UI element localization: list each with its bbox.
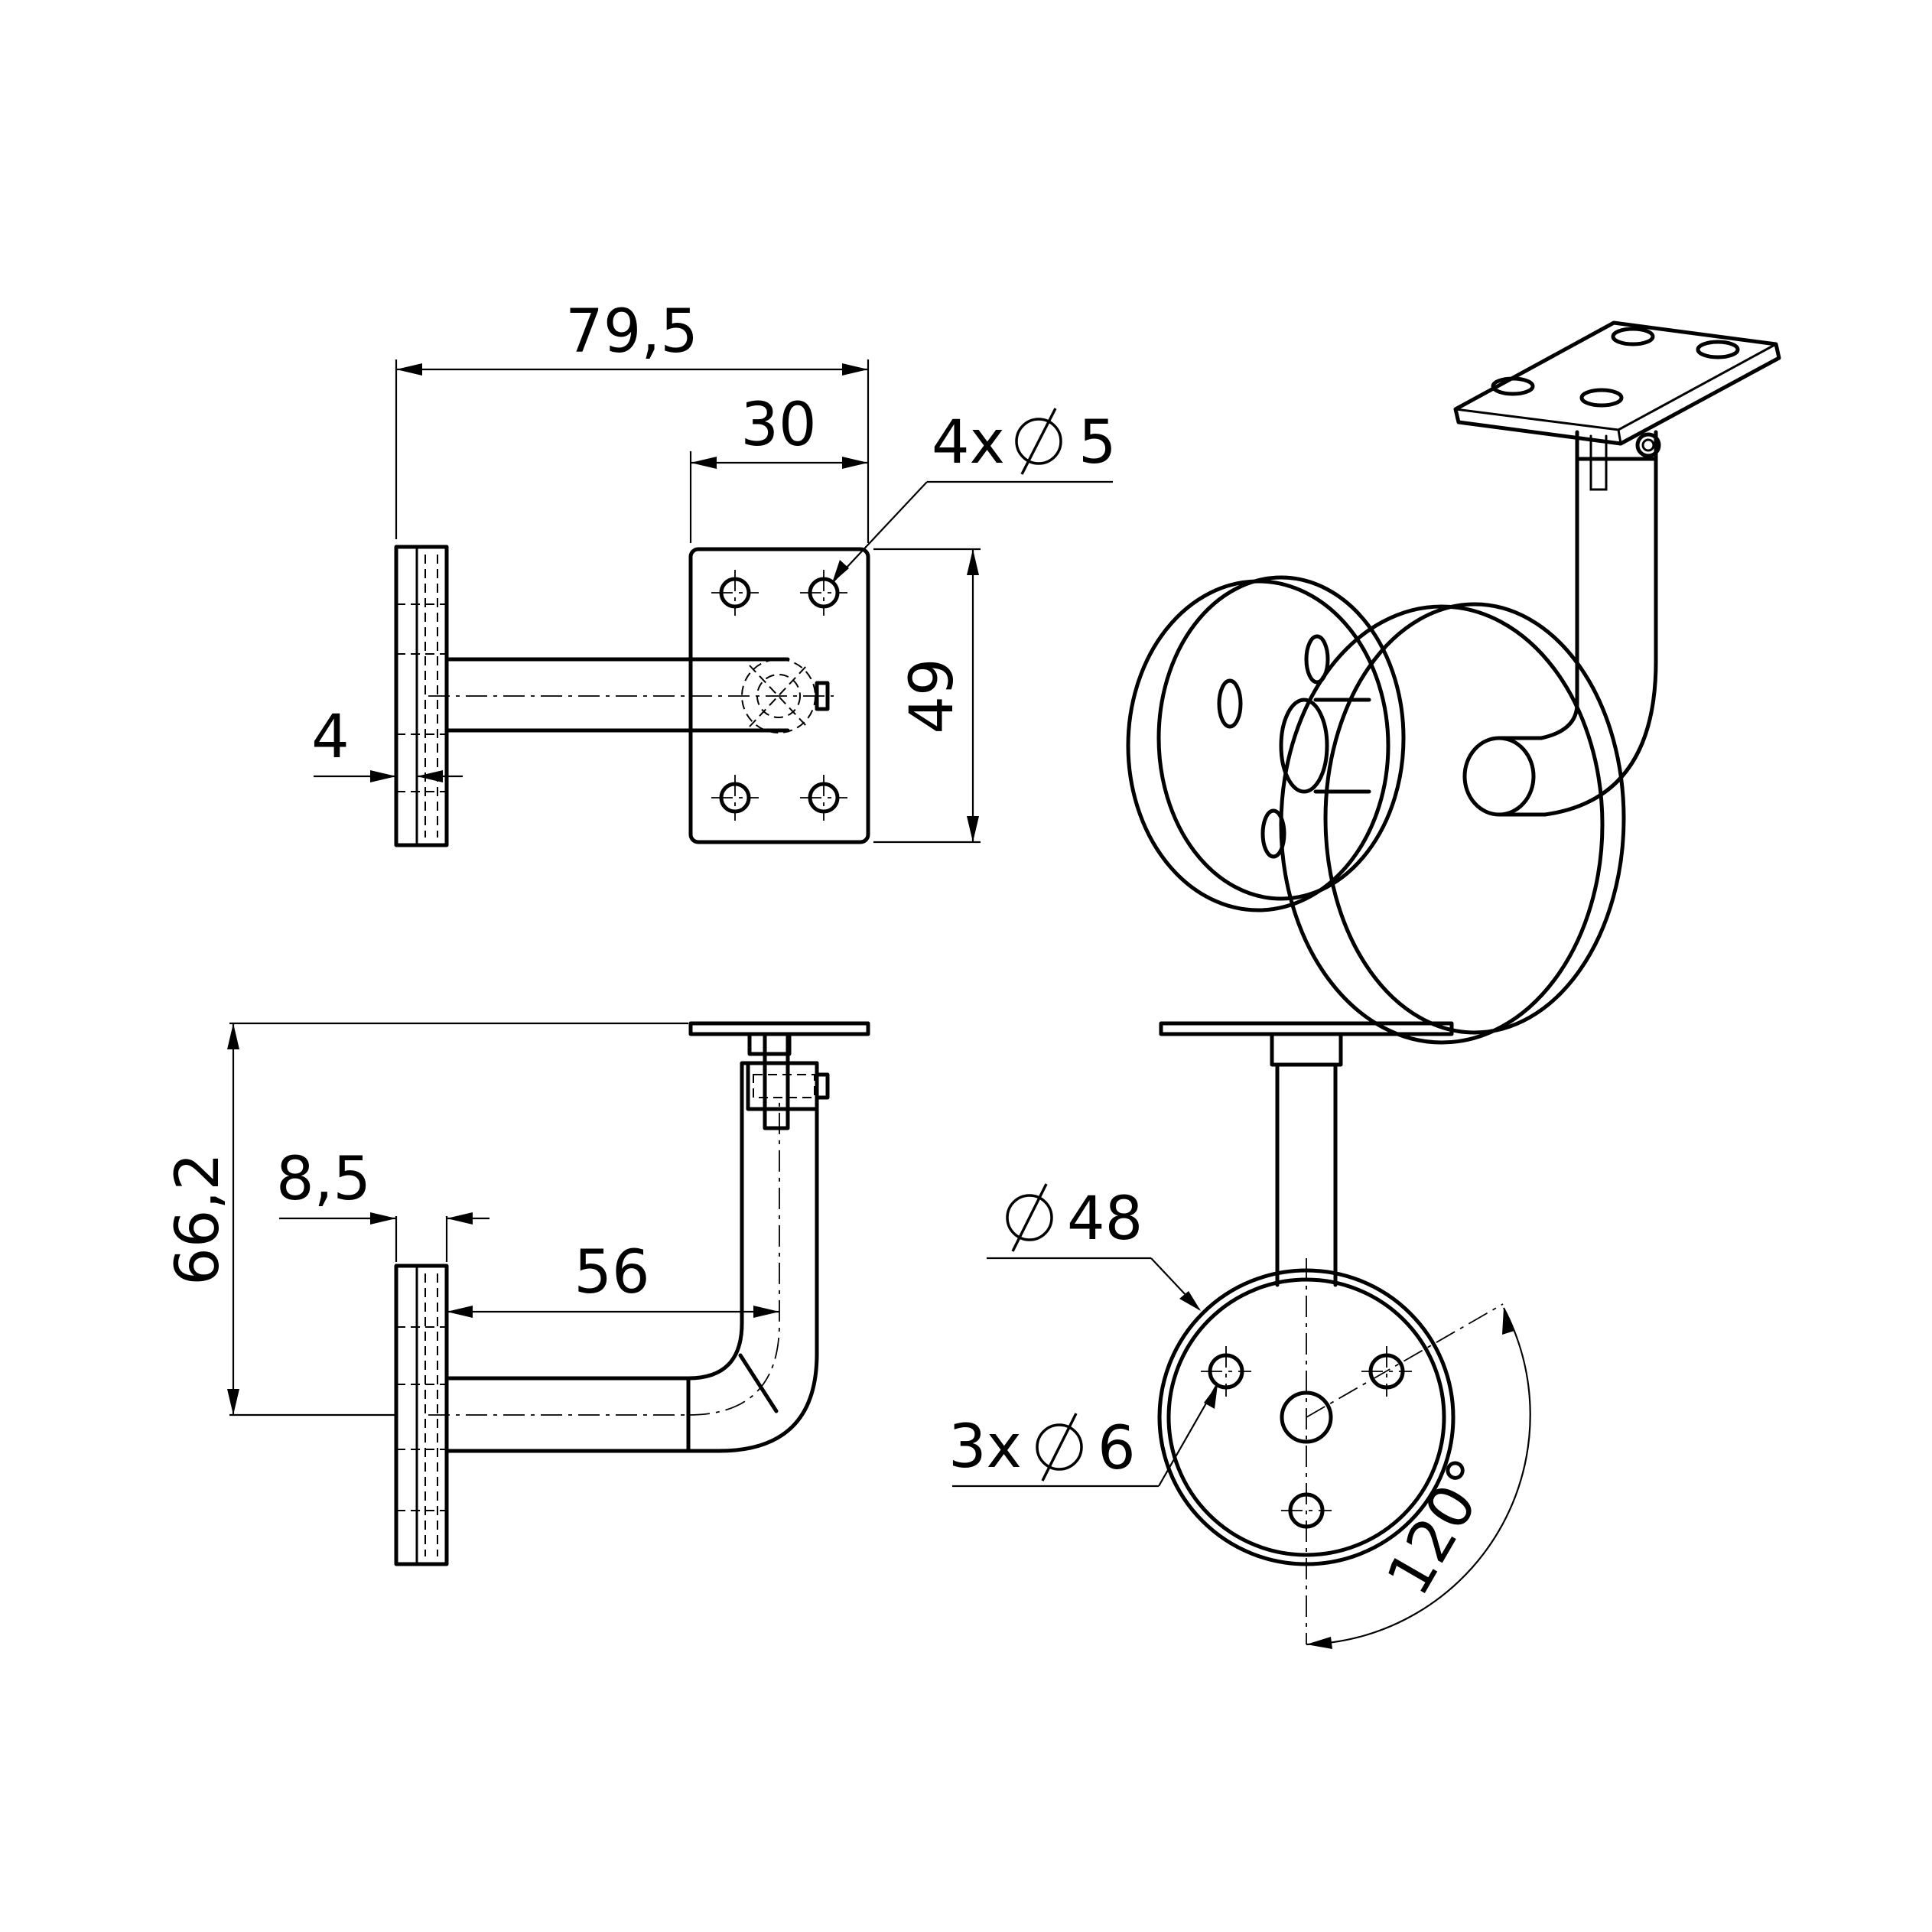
side-view: 66,2 8,5 56 xyxy=(164,1021,870,1566)
diameter-icon xyxy=(1006,1183,1053,1252)
dim-plate-holes-count: 4x xyxy=(932,408,1005,477)
iso-wall-flange xyxy=(1156,575,1406,901)
isometric-view xyxy=(1126,320,1781,1045)
dim-hole-angle: 120° xyxy=(1374,1448,1506,1607)
dim-height: 66,2 xyxy=(164,1153,233,1286)
dim-offset: 8,5 xyxy=(276,1145,371,1214)
iso-front-flange xyxy=(1323,602,1626,1035)
diameter-icon xyxy=(1036,1413,1083,1482)
dim-flange-hole-dia: 6 xyxy=(1098,1414,1136,1483)
dim-flange-thickness: 4 xyxy=(311,703,350,772)
diameter-icon xyxy=(1015,408,1062,475)
dim-overall-width: 79,5 xyxy=(565,298,698,366)
top-view: 79,5 30 4x 5 49 4 xyxy=(311,298,1117,847)
iso-mounting-plate xyxy=(1453,320,1781,446)
mounting-plate-top xyxy=(688,547,870,844)
dim-plate-height: 49 xyxy=(898,658,967,733)
dim-flange-dia: 48 xyxy=(1067,1185,1143,1254)
front-view: 48 3x 6 120° xyxy=(948,1021,1531,1649)
center-hole xyxy=(1280,1390,1333,1444)
dim-arm-length: 56 xyxy=(574,1238,649,1307)
handrail-arm xyxy=(444,1061,819,1453)
dim-flange-holes-count: 3x xyxy=(948,1413,1022,1482)
dim-plate-width: 30 xyxy=(740,391,816,460)
dim-plate-hole-dia: 5 xyxy=(1078,408,1117,477)
